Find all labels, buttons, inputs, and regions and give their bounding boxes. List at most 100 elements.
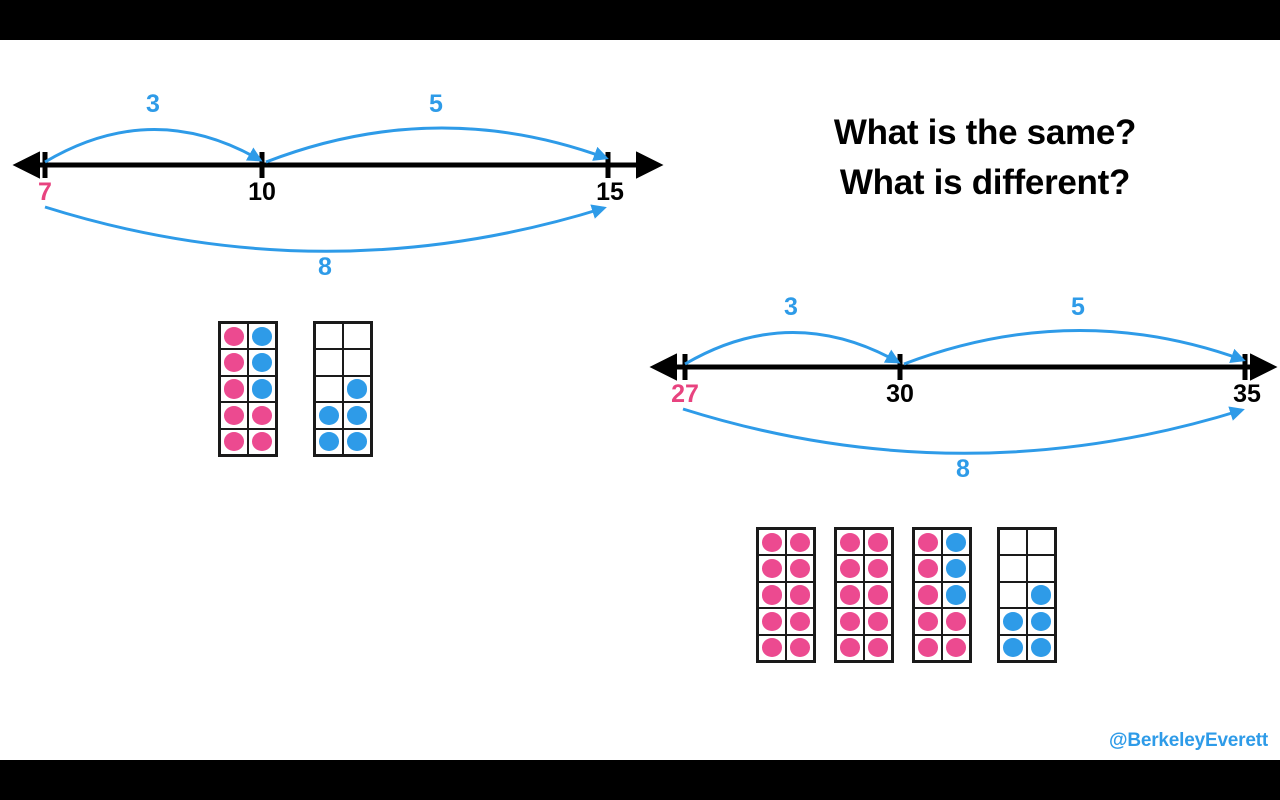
left-total-jump-label-8: 8 [318,253,332,281]
blue-counter-dot [1030,585,1052,605]
empty-cell-marker [1031,533,1051,552]
ten-frame-left-1 [218,321,278,457]
pink-counter-dot [761,638,783,658]
left-number-line-axis [12,151,664,179]
blue-counter-dot [251,326,273,346]
right-jump-label-5: 5 [1071,293,1085,321]
ten-frame-cell [865,582,891,608]
ten-frame-cell [915,556,941,581]
ten-frame-cell [759,582,785,608]
pink-counter-dot [789,532,811,552]
ten-frame-cell [1028,635,1054,660]
empty-cell-marker [1003,533,1023,552]
ten-frame-cell [865,635,891,660]
pink-counter-dot [251,405,273,425]
blue-counter-dot [945,585,967,605]
left-jump-arc-3 [44,128,263,164]
pink-counter-dot [789,559,811,579]
ten-frame-cell [1028,530,1054,555]
pink-counter-dot [223,326,245,346]
ten-frame-cell [316,376,342,402]
ten-frame-cell [1000,635,1026,660]
ten-frame-cell [915,530,941,555]
pink-counter-dot [839,559,861,579]
ten-frame-cell [787,530,813,555]
ten-frame-cell [837,635,863,660]
pink-counter-dot [867,638,889,658]
ten-frame-cell [943,530,969,555]
right-total-jump-arc-8 [682,406,1245,455]
number-line-graphics [12,126,1278,455]
blue-counter-dot [945,559,967,579]
empty-cell-marker [347,353,367,372]
blue-counter-dot [318,405,340,425]
empty-cell-marker [319,379,339,398]
ten-frame-right-3 [912,527,972,663]
ten-frame-cell [943,582,969,608]
slide-canvas: What is the same? What is different? 7 1… [0,40,1280,760]
right-number-line-end-label: 35 [1233,380,1261,408]
ten-frame-cell [837,609,863,634]
ten-frame-cell [344,350,370,375]
pink-counter-dot [945,611,967,631]
ten-frame-cell [249,403,275,428]
ten-frame-cell [249,376,275,402]
pink-counter-dot [917,532,939,552]
watermark-handle: @BerkeleyEverett [1109,730,1268,751]
ten-frame-cell [915,635,941,660]
ten-frame-cell [1000,582,1026,608]
ten-frame-cell [344,403,370,428]
right-number-line-axis [649,353,1278,381]
ten-frame-cell [943,609,969,634]
left-jump-label-5: 5 [429,90,443,118]
ten-frame-right-1 [756,527,816,663]
ten-frame-cell [249,350,275,375]
pink-counter-dot [867,532,889,552]
left-total-jump-arc-8 [44,204,607,253]
ten-frame-cell [865,530,891,555]
empty-cell-marker [1003,585,1023,604]
ten-frame-cell [943,556,969,581]
pink-counter-dot [761,611,783,631]
ten-frame-cell [221,429,247,454]
ten-frame-cell [943,635,969,660]
pink-counter-dot [839,611,861,631]
ten-frame-cell [249,429,275,454]
ten-frame-cell [759,609,785,634]
pink-counter-dot [789,585,811,605]
pink-counter-dot [839,638,861,658]
ten-frame-cell [837,530,863,555]
ten-frame-cell [1000,556,1026,581]
pink-counter-dot [867,559,889,579]
ten-frame-right-2 [834,527,894,663]
blue-counter-dot [945,532,967,552]
ten-frame-cell [221,324,247,349]
ten-frame-cell [344,376,370,402]
ten-frame-cell [787,635,813,660]
pink-counter-dot [839,532,861,552]
pink-counter-dot [945,638,967,658]
left-jump-label-3: 3 [146,90,160,118]
ten-frame-cell [1000,530,1026,555]
ten-frame-cell [344,429,370,454]
blue-counter-dot [1002,638,1024,658]
ten-frame-cell [1000,609,1026,634]
ten-frame-cell [915,609,941,634]
ten-frame-cell [249,324,275,349]
pink-counter-dot [223,353,245,373]
ten-frame-cell [316,403,342,428]
blue-counter-dot [251,353,273,373]
pink-counter-dot [251,432,273,452]
ten-frame-cell [1028,582,1054,608]
empty-cell-marker [1003,559,1023,578]
pink-counter-dot [867,611,889,631]
pink-counter-dot [917,638,939,658]
page-title-line-1: What is the same? [833,113,1137,152]
blue-counter-dot [318,432,340,452]
pink-counter-dot [223,432,245,452]
ten-frame-cell [865,556,891,581]
ten-frame-cell [316,350,342,375]
pink-counter-dot [761,532,783,552]
ten-frame-cell [316,324,342,349]
